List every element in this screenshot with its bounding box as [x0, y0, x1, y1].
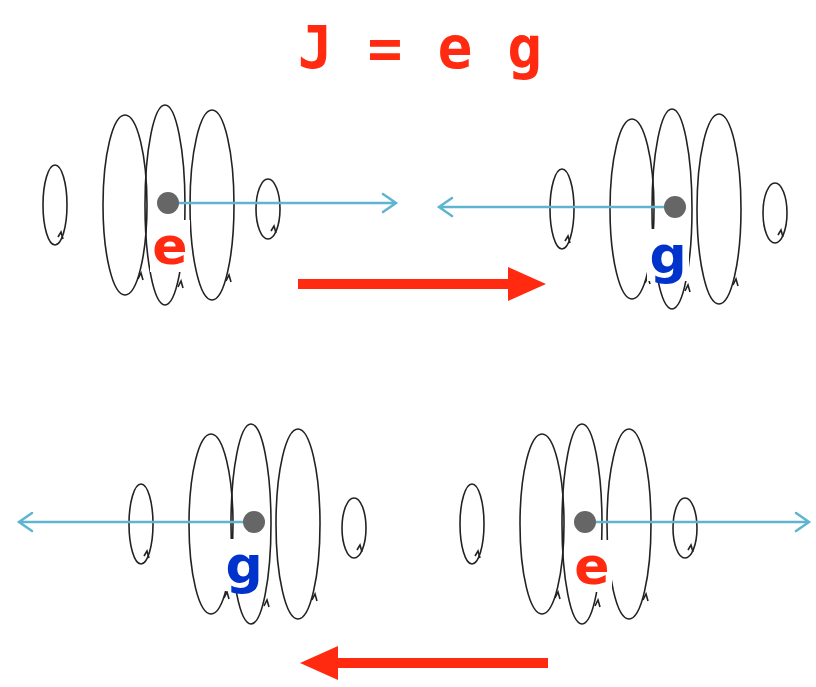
charge-label: g: [223, 539, 264, 591]
charge-dot: [664, 196, 686, 218]
field-loops: [550, 109, 787, 309]
motion-arrow: [334, 658, 548, 668]
charge-label: g: [647, 229, 688, 281]
field-loops: [43, 105, 280, 305]
field-arrow: [19, 513, 254, 531]
field-arrow: [585, 513, 809, 531]
motion-arrow: [298, 279, 512, 289]
field-loops: [460, 424, 697, 624]
charge-label: e: [572, 540, 611, 592]
field-arrow: [439, 198, 675, 216]
charge-dot: [157, 192, 179, 214]
charge-dot: [243, 511, 265, 533]
field-arrow: [168, 194, 396, 212]
title: J = e g: [296, 19, 544, 77]
field-loops: [129, 424, 366, 624]
motion-arrowhead: [300, 646, 338, 680]
motion-arrowhead: [508, 267, 546, 301]
charge-label: e: [150, 220, 189, 272]
charge-dot: [574, 511, 596, 533]
